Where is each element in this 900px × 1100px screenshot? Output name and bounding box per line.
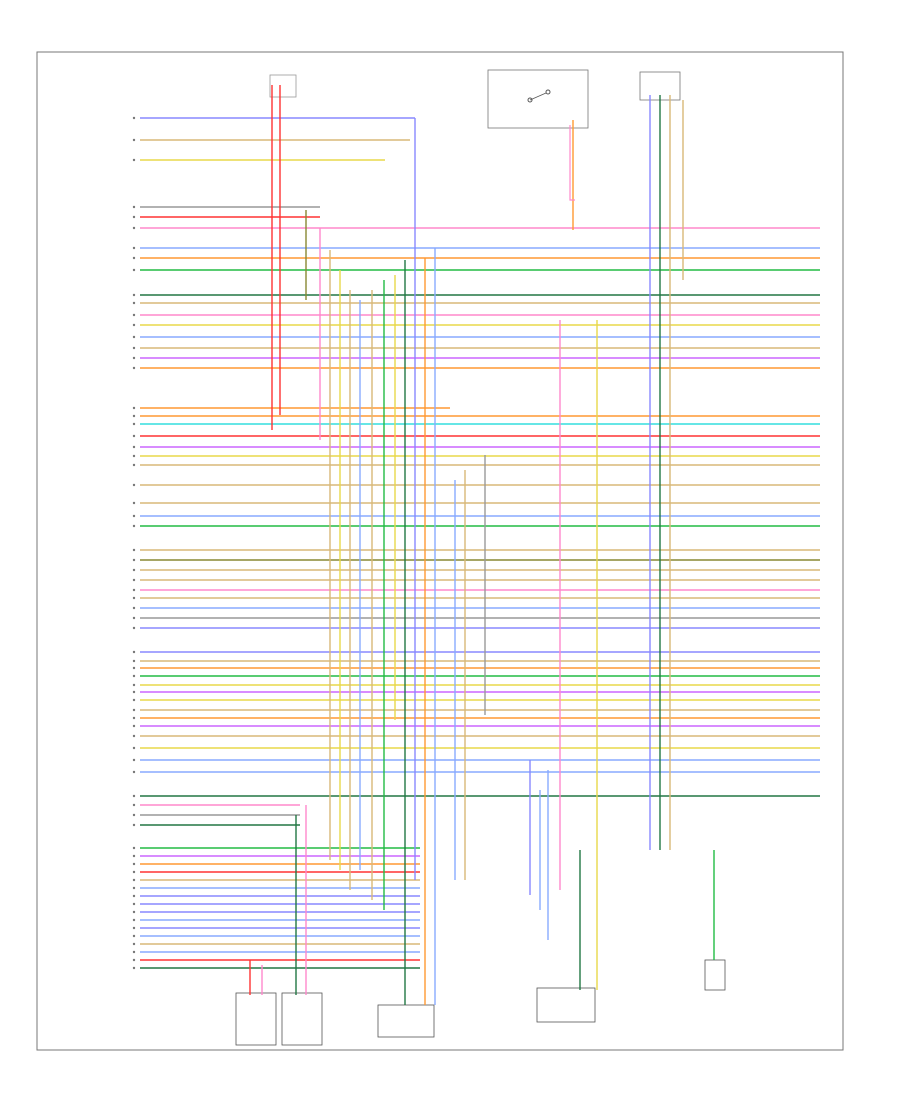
pin-26 bbox=[132, 501, 136, 505]
pin-37 bbox=[132, 626, 136, 630]
pin-68 bbox=[132, 942, 136, 946]
pin-59 bbox=[132, 870, 136, 874]
pin-39 bbox=[132, 659, 136, 663]
pin-57 bbox=[132, 854, 136, 858]
pin-51 bbox=[132, 770, 136, 774]
pin-36 bbox=[132, 616, 136, 620]
pin-63 bbox=[132, 902, 136, 906]
pin-71 bbox=[132, 966, 136, 970]
pin-32 bbox=[132, 578, 136, 582]
wire-harness bbox=[140, 85, 820, 1005]
pin-67 bbox=[132, 934, 136, 938]
pin-43 bbox=[132, 690, 136, 694]
fuse-block-top bbox=[269, 74, 297, 98]
pin-16 bbox=[132, 356, 136, 360]
pin-19 bbox=[132, 414, 136, 418]
pin-28 bbox=[132, 524, 136, 528]
pin-29 bbox=[132, 548, 136, 552]
pin-21 bbox=[132, 434, 136, 438]
bottom-sensor-4 bbox=[536, 987, 596, 1023]
pin-24 bbox=[132, 463, 136, 467]
pin-10 bbox=[132, 293, 136, 297]
pin-46 bbox=[132, 716, 136, 720]
bottom-sensor-5 bbox=[704, 959, 726, 991]
pin-45 bbox=[132, 708, 136, 712]
pin-70 bbox=[132, 958, 136, 962]
pin-8 bbox=[132, 256, 136, 260]
pin-23 bbox=[132, 454, 136, 458]
pin-4 bbox=[132, 205, 136, 209]
connector-pins bbox=[132, 116, 136, 970]
pin-7 bbox=[132, 246, 136, 250]
pin-20 bbox=[132, 422, 136, 426]
pin-18 bbox=[132, 406, 136, 410]
diagram-frame bbox=[36, 51, 844, 1051]
pin-14 bbox=[132, 335, 136, 339]
pin-6 bbox=[132, 226, 136, 230]
pin-56 bbox=[132, 846, 136, 850]
pin-13 bbox=[132, 323, 136, 327]
pin-35 bbox=[132, 606, 136, 610]
pin-22 bbox=[132, 445, 136, 449]
pin-44 bbox=[132, 698, 136, 702]
pin-33 bbox=[132, 588, 136, 592]
pin-11 bbox=[132, 301, 136, 305]
pin-40 bbox=[132, 666, 136, 670]
pin-66 bbox=[132, 926, 136, 930]
pin-65 bbox=[132, 918, 136, 922]
pin-31 bbox=[132, 568, 136, 572]
pin-52 bbox=[132, 794, 136, 798]
pin-62 bbox=[132, 894, 136, 898]
bottom-sensor-1 bbox=[235, 992, 277, 1046]
pin-41 bbox=[132, 674, 136, 678]
pin-9 bbox=[132, 268, 136, 272]
pin-12 bbox=[132, 313, 136, 317]
pin-27 bbox=[132, 514, 136, 518]
pin-48 bbox=[132, 734, 136, 738]
pin-2 bbox=[132, 138, 136, 142]
pin-50 bbox=[132, 758, 136, 762]
pin-42 bbox=[132, 683, 136, 687]
pin-38 bbox=[132, 650, 136, 654]
pin-53 bbox=[132, 803, 136, 807]
pin-1 bbox=[132, 116, 136, 120]
pin-3 bbox=[132, 158, 136, 162]
pin-17 bbox=[132, 366, 136, 370]
pin-34 bbox=[132, 596, 136, 600]
pin-54 bbox=[132, 813, 136, 817]
pin-61 bbox=[132, 886, 136, 890]
bottom-sensor-3 bbox=[377, 1004, 435, 1038]
pin-47 bbox=[132, 724, 136, 728]
pin-25 bbox=[132, 483, 136, 487]
pin-5 bbox=[132, 215, 136, 219]
bottom-sensor-2 bbox=[281, 992, 323, 1046]
ignition-switch bbox=[487, 69, 589, 129]
pin-64 bbox=[132, 910, 136, 914]
pin-55 bbox=[132, 823, 136, 827]
pin-60 bbox=[132, 878, 136, 882]
ignition-feed-wire bbox=[569, 125, 575, 201]
pin-69 bbox=[132, 950, 136, 954]
pin-15 bbox=[132, 346, 136, 350]
pin-58 bbox=[132, 862, 136, 866]
pin-49 bbox=[132, 746, 136, 750]
pin-30 bbox=[132, 558, 136, 562]
